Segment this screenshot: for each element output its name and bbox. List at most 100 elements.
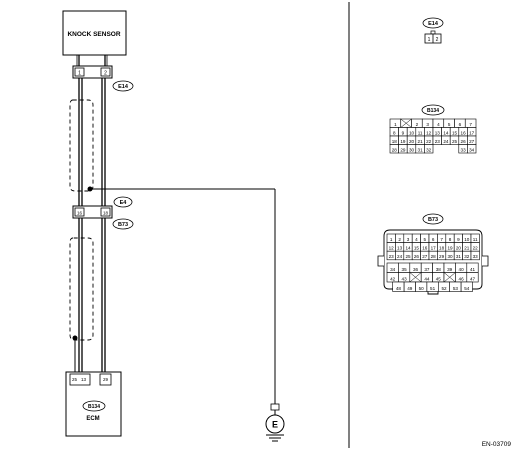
b134-pin-10: 10: [409, 130, 415, 135]
b73-pin-31: 31: [456, 254, 462, 259]
ecm-pin-13: 13: [81, 377, 87, 382]
b134-pin-31: 31: [418, 147, 424, 152]
b134-pin-34: 34: [469, 147, 475, 152]
b73-pin-33: 33: [473, 254, 479, 259]
connector-face-e14: E14 1 2: [422, 17, 444, 44]
b134-pin-5: 5: [448, 122, 451, 127]
b134-pin-12: 12: [426, 130, 432, 135]
tag-b73-label: B73: [118, 222, 128, 228]
b73-pin-gap15-blank-mark: [443, 272, 456, 283]
b134-pin-19: 19: [400, 139, 406, 144]
tag-e14-label: E14: [118, 84, 129, 90]
b73-pin-13: 13: [397, 246, 403, 251]
b134-pin-1: 1: [394, 122, 397, 127]
b73-pin-38: 38: [436, 267, 442, 272]
shielded-wire-lower: [69, 218, 106, 372]
b73-pin-35: 35: [402, 267, 408, 272]
shield-drain-to-ground: [90, 188, 276, 404]
b134-pin-32: 32: [426, 147, 432, 152]
b134-pin-7: 7: [469, 122, 472, 127]
b134-pin-3: 3: [426, 122, 429, 127]
tag-e4: E4: [113, 196, 133, 208]
b73-pin-50: 50: [419, 286, 425, 291]
b73-pin-52: 52: [441, 286, 447, 291]
b73-pin-47: 47: [470, 276, 476, 281]
b73-pin-42: 42: [390, 276, 396, 281]
b73-pin-16: 16: [422, 246, 428, 251]
joint-connector-e4-b73: 16 18: [72, 205, 113, 219]
b134-pin-9: 9: [402, 130, 405, 135]
b73-pin-23: 23: [389, 254, 395, 259]
b73-pin-22: 22: [473, 246, 479, 251]
b73-pin-2: 2: [398, 237, 401, 242]
b73-pin-30: 30: [447, 254, 453, 259]
b134-pin-23: 23: [435, 139, 441, 144]
b134-pin-29: 29: [400, 147, 406, 152]
b73-pin-6: 6: [432, 237, 435, 242]
b134-pin-27: 27: [469, 139, 475, 144]
b73-pin-27: 27: [422, 254, 428, 259]
b73-pin-15: 15: [414, 246, 420, 251]
tag-e14: E14: [112, 80, 134, 92]
e14-pin-1: 1: [78, 71, 81, 77]
face-e14-pin-2: 2: [436, 37, 439, 43]
b134-pin-2: 2: [416, 122, 419, 127]
b73-pin-54-cell: [460, 281, 473, 292]
e14-pin-2: 2: [104, 71, 107, 77]
ecm-component: 25 13 29 B134 ECM: [65, 371, 122, 437]
b134-pin-32-cell: [424, 144, 434, 154]
b73-pin-12: 12: [389, 246, 395, 251]
b73-pin-1: 1: [390, 237, 393, 242]
knock-sensor-label: KNOCK SENSOR: [67, 31, 120, 38]
b73-pin-46: 46: [459, 276, 465, 281]
b73-pin-18: 18: [439, 246, 445, 251]
b73-pin-34: 34: [390, 267, 396, 272]
face-b73-tag: B73: [428, 217, 438, 223]
b73-pin-39: 39: [447, 267, 453, 272]
b73-pin-19: 19: [447, 246, 453, 251]
b73-pin-gap12-blank-mark: [409, 272, 422, 283]
b134-pin-33: 33: [461, 147, 467, 152]
b134-pin-24: 24: [443, 139, 449, 144]
b134-pin-20: 20: [409, 139, 415, 144]
b134-pin-gap01-blank-mark: [400, 118, 412, 128]
b73-pin-53: 53: [453, 286, 459, 291]
figure-id: EN-03709: [482, 441, 512, 448]
b134-pin-8: 8: [393, 130, 396, 135]
tag-e4-label: E4: [120, 200, 128, 206]
b134-pin-14: 14: [443, 130, 449, 135]
b73-pin-44: 44: [424, 276, 430, 281]
ecm-pin-29: 29: [103, 377, 109, 382]
b73-pin-37: 37: [424, 267, 430, 272]
b134-pin-22: 22: [426, 139, 432, 144]
tag-b73: B73: [112, 218, 134, 230]
tag-b134-label: B134: [88, 404, 100, 410]
b134-pin-15: 15: [452, 130, 458, 135]
b73-pin-43: 43: [402, 276, 408, 281]
b134-pin-28: 28: [392, 147, 398, 152]
b134-pin-26: 26: [461, 139, 467, 144]
joint-pin-16: 16: [77, 211, 83, 216]
b134-pin-4: 4: [437, 122, 440, 127]
b73-pin-3: 3: [407, 237, 410, 242]
ground-label: E: [272, 420, 278, 430]
b73-pin-21: 21: [464, 246, 470, 251]
b73-pin-11: 11: [473, 237, 478, 242]
b73-pin-9: 9: [457, 237, 460, 242]
knock-sensor-component: KNOCK SENSOR: [62, 10, 127, 56]
b73-pin-54: 54: [464, 286, 470, 291]
b73-pin-8: 8: [449, 237, 452, 242]
ecm-label: ECM: [86, 416, 99, 422]
b134-pin-16: 16: [461, 130, 467, 135]
b73-pin-51: 51: [430, 286, 436, 291]
b73-pin-45: 45: [436, 276, 442, 281]
b134-pin-30: 30: [409, 147, 415, 152]
b134-pin-34-cell: [467, 144, 477, 154]
b73-pin-20: 20: [456, 246, 462, 251]
connector-e14-block: 1 2: [72, 65, 113, 79]
b134-pin-13: 13: [435, 130, 441, 135]
face-b134-tag: B134: [427, 108, 439, 114]
ground-symbol: E: [265, 403, 285, 442]
